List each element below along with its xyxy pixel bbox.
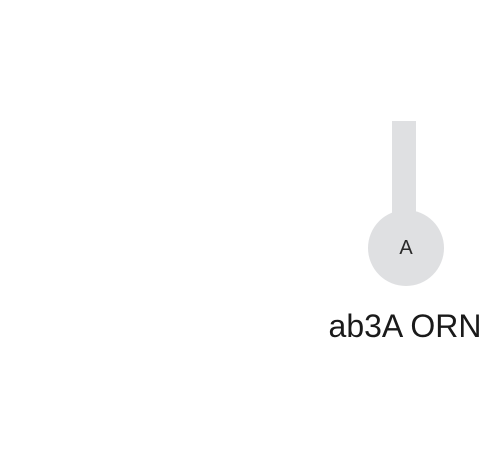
- cell-body-label: A: [399, 237, 413, 259]
- neuron-name-label: ab3A ORN: [328, 308, 482, 344]
- neuron-cell-body: A: [368, 210, 444, 286]
- neuron-dendrite: [392, 121, 416, 225]
